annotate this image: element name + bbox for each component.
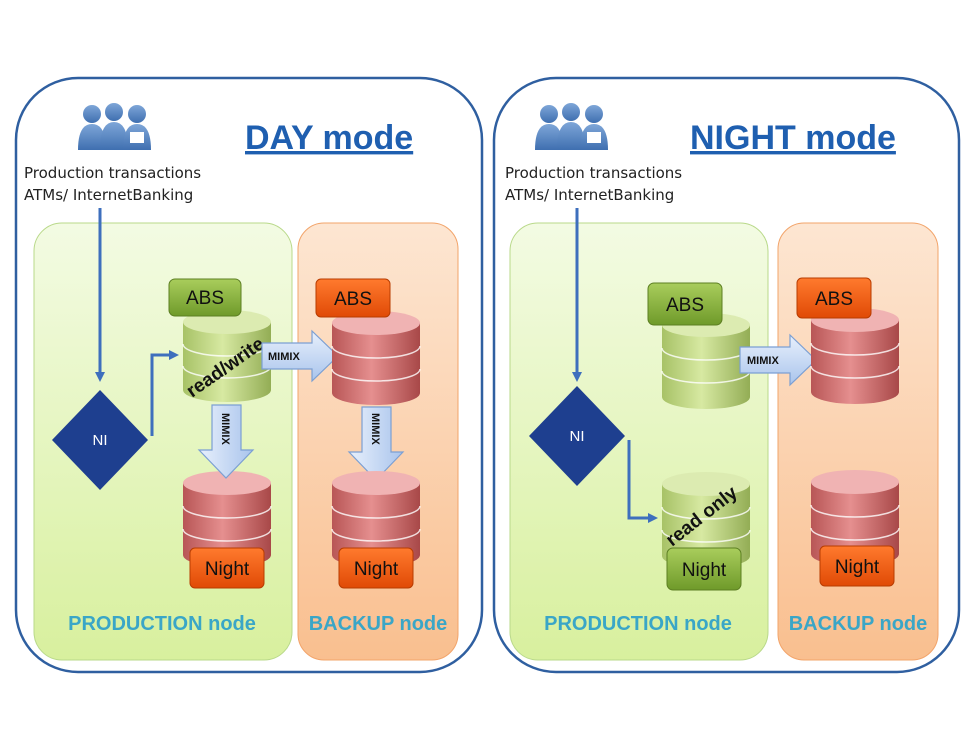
- day-night-tag-backup: Night: [338, 547, 414, 589]
- night-ni-label: NI: [570, 428, 585, 445]
- night-caption-line2: ATMs/ InternetBanking: [505, 186, 674, 204]
- day-mimix-vertical-arrow-prod: MIMIX: [197, 404, 255, 479]
- night-abs-tag-backup: ABS: [796, 277, 872, 319]
- day-abs-tag-prod: ABS: [168, 278, 242, 317]
- night-night-database-prod: [661, 472, 751, 568]
- day-mimix-vertical-prod-label: MIMIX: [219, 413, 231, 445]
- night-abs-database-prod: [661, 313, 751, 409]
- day-ni-diamond: NI: [52, 390, 148, 490]
- day-abs-database-backup: [331, 311, 421, 405]
- day-night-backup-label: Night: [354, 559, 399, 580]
- night-ni-to-db-arrow: [627, 440, 658, 523]
- day-backup-node-label: BACKUP node: [309, 613, 448, 635]
- night-abs-tag-prod: ABS: [647, 282, 723, 326]
- night-night-prod-label: Night: [682, 560, 727, 581]
- day-ni-label: NI: [93, 432, 108, 449]
- day-night-database-backup: [331, 471, 421, 567]
- night-panel: NIGHT mode Production transactions ATMs/…: [492, 76, 961, 674]
- day-caption-line1: Production transactions: [24, 164, 201, 182]
- day-night-database-prod: [182, 471, 272, 567]
- day-abs-prod-label: ABS: [186, 288, 224, 309]
- day-production-node-label: PRODUCTION node: [68, 613, 256, 635]
- night-ni-diamond: NI: [529, 386, 625, 486]
- night-panel-title: NIGHT mode: [690, 119, 896, 157]
- night-night-tag-prod: Night: [666, 547, 742, 591]
- day-night-prod-label: Night: [205, 559, 250, 580]
- night-backup-node-label: BACKUP node: [789, 613, 928, 635]
- night-abs-prod-label: ABS: [666, 295, 704, 316]
- night-abs-database-backup: [810, 308, 900, 404]
- night-night-database-backup: [810, 470, 900, 566]
- day-caption-line2: ATMs/ InternetBanking: [24, 186, 193, 204]
- day-abs-backup-label: ABS: [334, 289, 372, 310]
- day-mimix-vertical-arrow-backup: MIMIX: [347, 406, 405, 481]
- users-icon: [535, 103, 608, 150]
- night-night-tag-backup: Night: [819, 545, 895, 587]
- night-night-backup-label: Night: [835, 557, 880, 578]
- night-production-node-label: PRODUCTION node: [544, 613, 732, 635]
- day-ni-to-db-arrow: [150, 350, 179, 436]
- day-panel-title: DAY mode: [245, 119, 413, 157]
- night-mimix-horizontal-label: MIMIX: [747, 355, 779, 367]
- night-mimix-horizontal-arrow: MIMIX: [739, 333, 817, 387]
- night-abs-backup-label: ABS: [815, 289, 853, 310]
- day-night-tag-prod: Night: [189, 547, 265, 589]
- users-icon: [78, 103, 151, 150]
- day-mimix-horizontal-arrow: MIMIX: [261, 329, 339, 383]
- day-mimix-vertical-backup-label: MIMIX: [369, 413, 381, 445]
- day-panel: DAY mode Production transactions ATMs/ I…: [14, 76, 484, 674]
- night-caption-line1: Production transactions: [505, 164, 682, 182]
- day-abs-tag-backup: ABS: [315, 278, 391, 318]
- day-mimix-horizontal-label: MIMIX: [268, 351, 300, 363]
